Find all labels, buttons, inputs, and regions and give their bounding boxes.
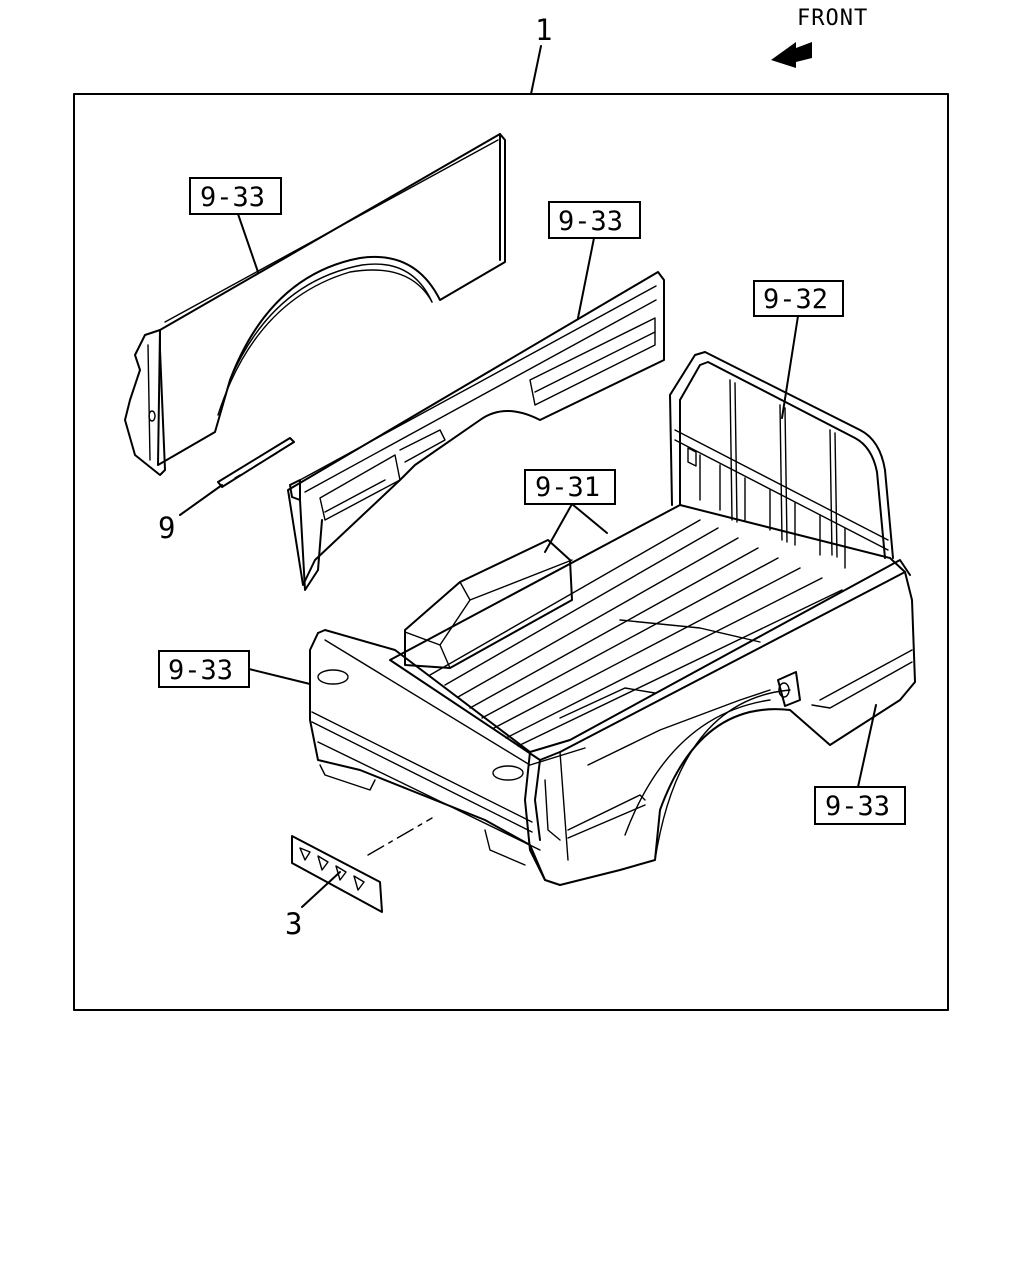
floor-leader-a (544, 503, 573, 553)
bracket-part (217, 437, 295, 488)
left-fender-leader (237, 213, 259, 273)
assembly-leader (530, 45, 542, 95)
bracket-number: 9 (158, 511, 175, 545)
front-label: FRONT (797, 6, 868, 31)
right-fender-label: 9-33 (825, 791, 890, 822)
floor-label: 9-31 (535, 472, 600, 503)
callout-box-floor (524, 469, 616, 505)
bracket-leader (179, 484, 223, 516)
header-panel (669, 351, 894, 569)
callout-box-header-panel (753, 280, 844, 317)
header-panel-label: 9-32 (763, 284, 828, 315)
callout-box-right-fender (814, 786, 906, 825)
near-side-label: 9-33 (168, 655, 233, 686)
license-plate-part (291, 835, 383, 913)
header-panel-leader (781, 315, 799, 419)
diagram-frame (73, 93, 949, 1011)
cargo-bed-assembly (309, 504, 916, 886)
left-outer-fender-panel (124, 133, 506, 476)
inner-side-label: 9-33 (558, 206, 623, 237)
near-side-leader (248, 668, 311, 685)
floor-leader-b (571, 503, 608, 534)
left-fender-label: 9-33 (200, 182, 265, 213)
plate-leader (301, 871, 341, 908)
inner-side-leader (577, 237, 595, 319)
plate-center-line (367, 817, 433, 856)
assembly-number: 1 (535, 13, 552, 47)
plate-number: 3 (285, 907, 302, 941)
inner-side-panel (287, 271, 665, 591)
right-fender-leader (857, 704, 877, 788)
front-arrow-icon (771, 42, 812, 68)
callout-box-left-fender (189, 177, 282, 215)
